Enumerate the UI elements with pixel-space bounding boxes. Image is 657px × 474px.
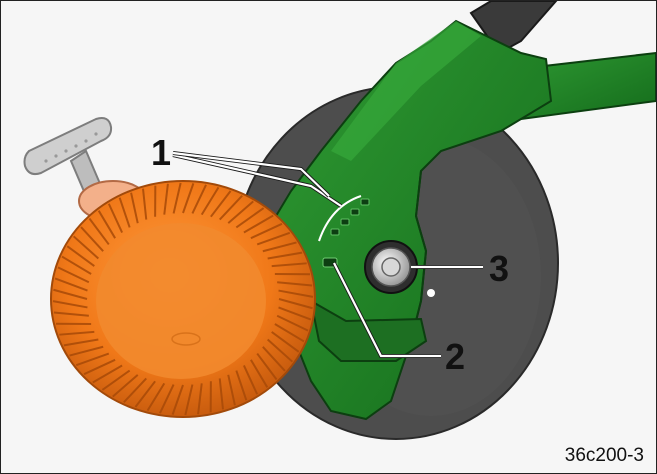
tread-groove (63, 338, 99, 347)
adjustment-arc (318, 195, 362, 242)
leader-lines (172, 151, 483, 358)
tread-groove (118, 197, 131, 228)
tread-groove (80, 226, 104, 252)
tread-groove (130, 192, 139, 224)
small-hole (427, 289, 435, 297)
tread-groove (107, 203, 124, 233)
roller-hub-mark (171, 332, 201, 346)
tread-groove (61, 255, 92, 275)
tread-groove (69, 345, 104, 357)
tread-groove (172, 182, 182, 214)
tread-groove (227, 200, 254, 224)
tread-groove (142, 188, 148, 220)
tread-groove (101, 369, 131, 391)
callout-2: 2 (445, 336, 466, 377)
tread-groove (123, 377, 147, 403)
arm-highlight (331, 21, 481, 161)
tread-groove (250, 222, 283, 240)
tread-groove (59, 330, 95, 336)
tread-groove (276, 314, 309, 332)
tread-groove (163, 183, 169, 215)
tread-groove (200, 186, 220, 216)
t-handle (23, 117, 113, 176)
adjustment-holes (330, 198, 370, 236)
hub-center (381, 257, 401, 277)
tread-groove (262, 241, 297, 253)
tread-groove (235, 370, 248, 401)
tread-groove (53, 311, 89, 317)
tread-groove (274, 323, 305, 343)
tread-groove (243, 214, 274, 234)
tread-groove (262, 346, 286, 372)
roller-center-face (96, 223, 266, 379)
tread-groove (54, 277, 88, 292)
tread-groove (57, 266, 90, 284)
callout-3: 3 (489, 248, 510, 289)
tread-groove (184, 384, 194, 416)
tread-groove (75, 352, 110, 367)
tread-groove (88, 217, 110, 246)
tread-groove (271, 331, 300, 353)
tread-groove (182, 183, 195, 214)
tread-groove (219, 195, 243, 221)
tread-groove (159, 384, 175, 414)
tread-groove (278, 306, 312, 321)
tread-groove (278, 289, 314, 298)
tread-groove (83, 358, 116, 376)
tread-groove (256, 352, 278, 381)
tread-groove (53, 288, 88, 300)
tread-groove (235, 207, 265, 229)
handle-grip-dots (44, 132, 98, 163)
tread-groove (218, 378, 224, 410)
tread-groove (97, 210, 116, 239)
tread-groove (197, 383, 203, 415)
tread-groove (191, 184, 207, 214)
tread-groove (146, 382, 166, 412)
roller-tread (52, 182, 314, 416)
tread-groove (266, 338, 294, 363)
tread-groove (250, 359, 269, 388)
tread-groove (52, 300, 88, 309)
tread-groove (210, 190, 232, 218)
tread-groove (277, 281, 313, 287)
arm-edge (410, 170, 428, 342)
tread-groove (267, 251, 303, 260)
tread-groove (278, 298, 313, 310)
tread-groove (171, 384, 184, 415)
tread-groove (92, 364, 123, 384)
tread-groove (242, 365, 259, 395)
tread-groove (256, 231, 291, 246)
callout-1: 1 (151, 132, 172, 173)
tread-groove (72, 235, 100, 260)
tread-groove (134, 380, 156, 408)
tread-groove (271, 262, 307, 268)
figure-reference: 36c200-3 (564, 445, 644, 466)
tread-groove (66, 245, 95, 267)
tread-groove (227, 374, 236, 406)
tread-groove (112, 374, 139, 398)
